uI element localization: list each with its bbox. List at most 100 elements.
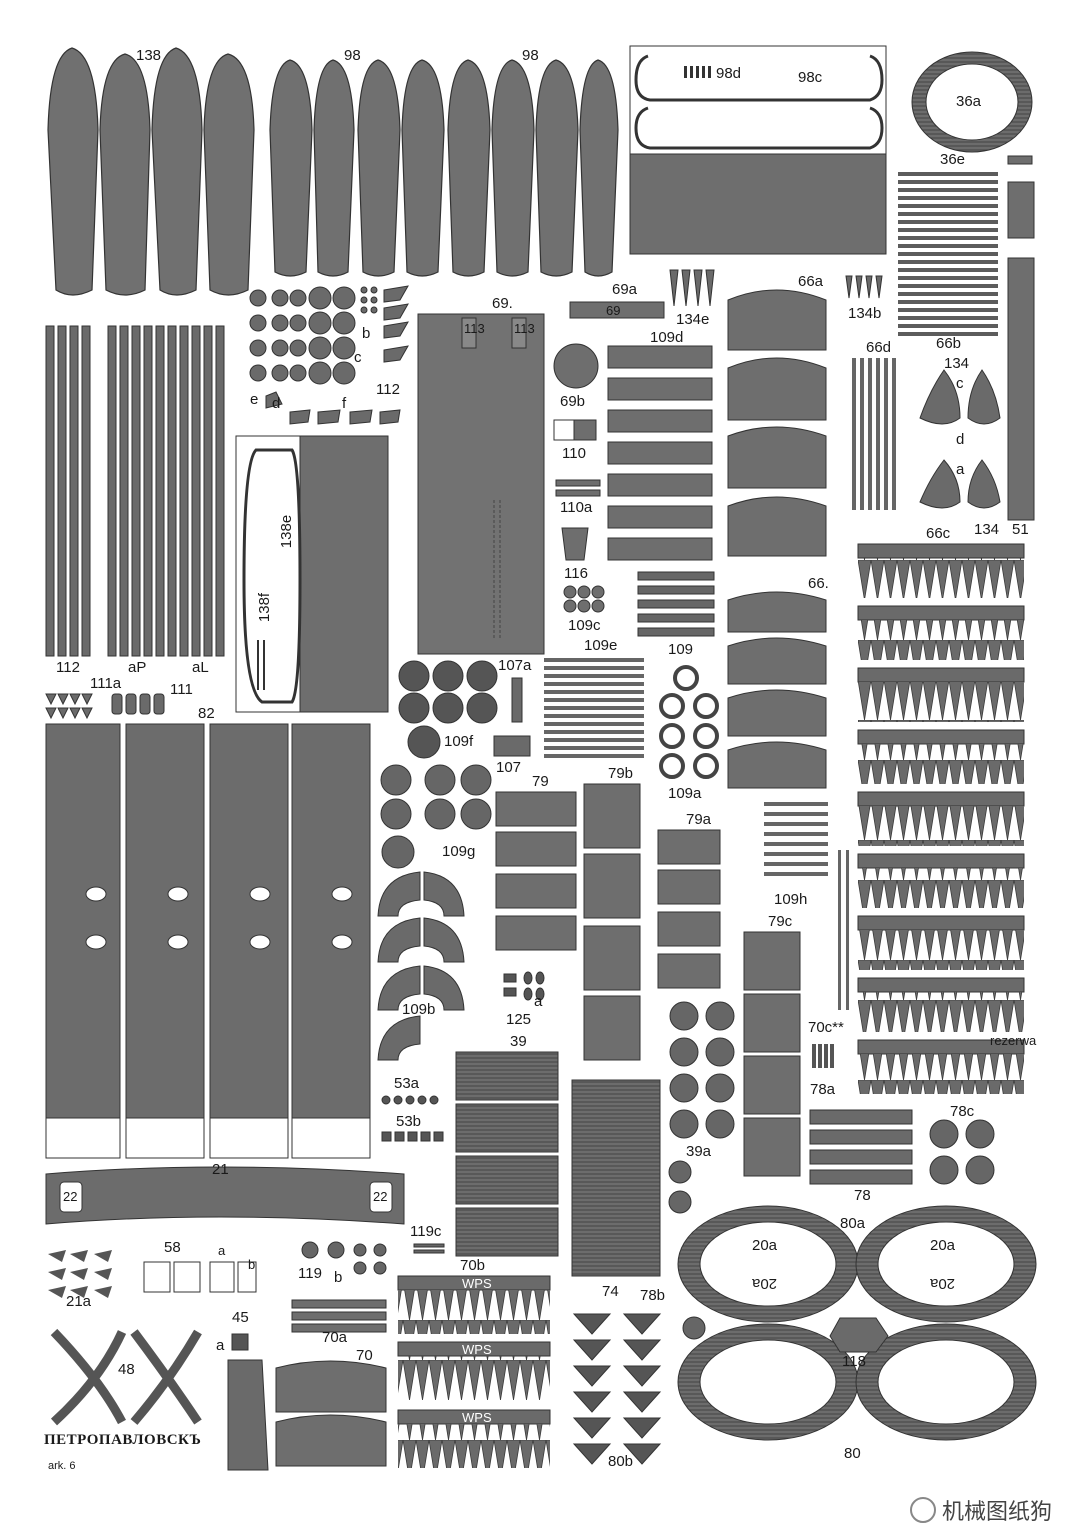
label-98d: 98d xyxy=(716,65,742,82)
watermark-text: 机械图纸狗 xyxy=(941,1499,1052,1524)
label-113-a: 113 xyxy=(464,321,485,336)
part-98c-panel xyxy=(629,45,887,255)
label-79b: 79b xyxy=(608,765,634,782)
label-21: 21 xyxy=(212,1161,229,1178)
part-109-bars xyxy=(637,571,715,637)
label-79c: 79c xyxy=(768,913,793,930)
label-111: 111 xyxy=(170,681,193,698)
label-20a-1: 20a xyxy=(752,1237,778,1254)
label-22-left: 22 xyxy=(63,1189,78,1204)
part-109d-stack xyxy=(607,345,713,561)
label-58-b: b xyxy=(248,1257,256,1272)
part-39-panels xyxy=(455,1051,559,1257)
label-45-a: a xyxy=(216,1337,225,1354)
label-66: 66. xyxy=(808,575,829,592)
label-20a-3: 20a xyxy=(752,1275,778,1292)
part-70b-strips xyxy=(397,1275,551,1468)
part-80a-20a-rings xyxy=(677,1205,1037,1441)
part-109b-arcs xyxy=(377,871,465,1061)
label-80a: 80a xyxy=(840,1215,866,1232)
part-78-wheels xyxy=(668,1001,735,1340)
part-82-plates xyxy=(45,723,371,1159)
label-wps-2: WPS xyxy=(462,1342,492,1357)
label-39: 39 xyxy=(510,1033,527,1050)
part-138e-138f xyxy=(235,435,389,713)
part-66-shields xyxy=(727,289,827,789)
label-39a: 39a xyxy=(686,1143,712,1160)
label-79a: 79a xyxy=(686,811,712,828)
label-109h: 109h xyxy=(774,891,808,908)
part-80b xyxy=(572,1313,662,1465)
label-66d: 66d xyxy=(866,339,892,356)
part-70 xyxy=(275,1299,387,1467)
label-111a: 111a xyxy=(90,675,122,692)
label-112-b: b xyxy=(362,325,371,342)
label-36a: 36a xyxy=(956,93,982,110)
label-78a: 78a xyxy=(810,1081,836,1098)
label-66c: 66c xyxy=(926,525,951,542)
part-125 xyxy=(503,971,545,1001)
label-109: 109 xyxy=(668,641,694,658)
label-45: 45 xyxy=(232,1309,249,1326)
label-70a: 70a xyxy=(322,1329,348,1346)
label-rezerwa: rezerwa xyxy=(990,1033,1037,1048)
label-80b: 80b xyxy=(608,1453,634,1470)
label-69a: 69a xyxy=(612,281,638,298)
label-70: 70 xyxy=(356,1347,373,1364)
part-112-small xyxy=(249,285,409,425)
label-116: 116 xyxy=(564,565,588,582)
label-78c: 78c xyxy=(950,1103,975,1120)
label-119-b: b xyxy=(334,1269,343,1286)
label-70c: 70c** xyxy=(808,1019,844,1036)
part-109e xyxy=(544,658,644,758)
label-98c: 98c xyxy=(798,69,823,86)
label-109e: 109e xyxy=(584,637,618,654)
part-36a-ring xyxy=(911,51,1033,153)
label-134b: 134b xyxy=(848,305,882,322)
watermark: 机械图纸狗 xyxy=(909,1494,1052,1526)
label-53b: 53b xyxy=(396,1113,422,1130)
label-80: 80 xyxy=(844,1445,861,1462)
label-112: 112 xyxy=(376,381,400,398)
label-aP: aP xyxy=(128,659,147,676)
label-109f: 109f xyxy=(444,733,474,750)
label-138e: 138e xyxy=(278,514,296,549)
label-109c: 109c xyxy=(568,617,601,634)
label-107: 107 xyxy=(496,759,522,776)
part-78-bars xyxy=(809,1109,913,1185)
part-51-strip xyxy=(1007,155,1035,521)
label-112-d: d xyxy=(272,395,281,412)
label-119: 119 xyxy=(298,1265,322,1282)
label-21a: 21a xyxy=(66,1293,92,1310)
label-69-strip: 69 xyxy=(606,303,621,318)
part-109h xyxy=(764,802,849,1010)
watermark-icon xyxy=(909,1497,936,1523)
label-125: 125 xyxy=(506,1011,532,1028)
label-138f: 138f xyxy=(256,592,274,623)
part-78a xyxy=(812,1044,834,1068)
part-21-bar xyxy=(45,1166,405,1225)
label-36e: 36e xyxy=(940,151,966,168)
part-109g xyxy=(380,764,492,869)
sheet-title: ПЕТРОПАВЛОВСКЪ xyxy=(44,1432,202,1448)
label-79: 79 xyxy=(532,773,549,790)
label-58: 58 xyxy=(164,1239,181,1256)
label-134c: c xyxy=(956,375,964,392)
part-112-strips xyxy=(45,325,225,657)
part-79-panels xyxy=(495,783,801,1177)
part-134-diamonds xyxy=(919,369,1001,509)
label-109a: 109a xyxy=(668,785,702,802)
label-78b: 78b xyxy=(640,1287,666,1304)
part-53 xyxy=(381,1095,444,1142)
part-109a-rings xyxy=(659,665,719,779)
label-110: 110 xyxy=(562,445,586,462)
part-119 xyxy=(301,1241,445,1275)
label-51: 51 xyxy=(1012,521,1029,538)
label-98-second: 98 xyxy=(522,47,539,64)
label-70b: 70b xyxy=(460,1257,486,1274)
part-78c xyxy=(929,1119,995,1185)
part-58 xyxy=(143,1261,257,1293)
label-110a: 110a xyxy=(560,499,593,516)
label-134: 134 xyxy=(944,355,970,372)
